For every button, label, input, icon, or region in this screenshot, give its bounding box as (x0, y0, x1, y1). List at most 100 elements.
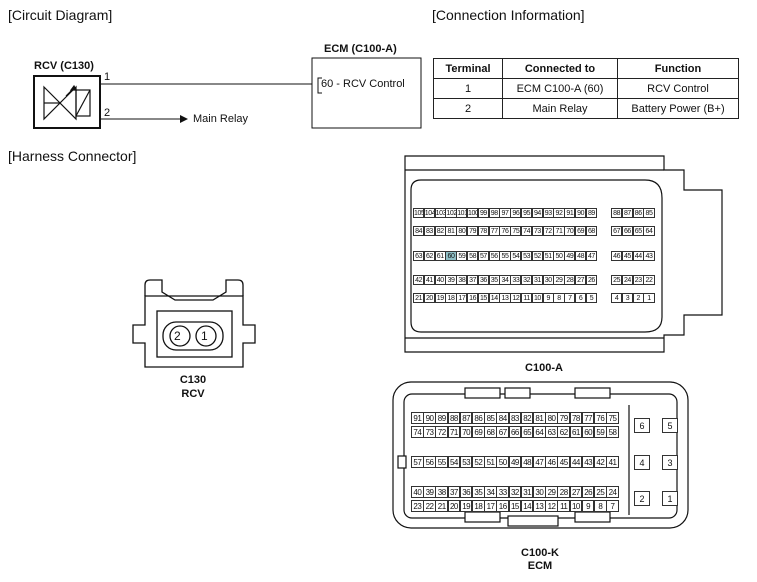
c100k-pin: 47 (533, 456, 546, 468)
c100k-pin: 76 (594, 412, 607, 424)
c100a-pin: 61 (434, 251, 446, 261)
c100a-pin: 41 (423, 275, 436, 285)
c100k-pin: 24 (606, 486, 619, 498)
c130-pin-1: 1 (201, 329, 208, 343)
c100a-pin: 22 (643, 275, 655, 285)
c100a-pin: 42 (413, 275, 425, 285)
c100k-pin: 16 (496, 500, 510, 512)
c100a-pin: 13 (499, 293, 511, 303)
c100a-pin: 88 (611, 208, 623, 218)
c100a-pin: 35 (488, 275, 500, 285)
c100k-pin: 15 (508, 500, 522, 512)
c100a-pin: 56 (488, 251, 500, 261)
c100k-pin: 19 (459, 500, 473, 512)
c100k-power-pin: 5 (662, 418, 678, 433)
c100a-pin: 16 (467, 293, 479, 303)
c100a-pin: 66 (621, 226, 634, 236)
c100k-sub: ECM (527, 560, 553, 572)
c100a-connector (404, 155, 723, 353)
c100k-pin: 23 (411, 500, 424, 512)
c100a-pin: 101 (456, 208, 468, 218)
c100k-pin: 26 (581, 486, 595, 498)
c100a-pin: 95 (521, 208, 533, 218)
c100a-pin: 58 (467, 251, 479, 261)
table-row: 2 Main Relay Battery Power (B+) (433, 98, 739, 119)
c100k-pin: 33 (496, 486, 510, 498)
c100k-pin: 79 (557, 412, 571, 424)
c100k-pin: 80 (545, 412, 558, 424)
c100k-pin: 90 (423, 412, 436, 424)
c100k-pin: 13 (533, 500, 546, 512)
c100a-pin: 45 (621, 251, 634, 261)
c100k-pin: 22 (423, 500, 436, 512)
c100k-pin: 43 (581, 456, 595, 468)
c100a-pin: 105 (413, 208, 425, 218)
c100k-pin: 11 (557, 500, 571, 512)
c100k-pin: 55 (435, 456, 449, 468)
connection-table: Terminal Connected to Function 1 ECM C10… (433, 58, 739, 119)
c100a-pin: 57 (477, 251, 490, 261)
c100a-pin: 100 (467, 208, 479, 218)
c100a-pin: 102 (445, 208, 457, 218)
c100a-pin: 70 (564, 226, 576, 236)
c100a-pin: 50 (553, 251, 565, 261)
c130-sub: RCV (181, 388, 205, 400)
c100a-pin: 84 (413, 226, 425, 236)
table-header-row: Terminal Connected to Function (433, 58, 739, 79)
c100k-pin: 31 (520, 486, 534, 498)
c100k-pin: 50 (496, 456, 510, 468)
c100a-pin: 8 (553, 293, 565, 303)
c100k-pin: 10 (569, 500, 583, 512)
c100a-pin: 9 (542, 293, 554, 303)
header-connected-to: Connected to (502, 58, 618, 79)
c100k-pin: 83 (508, 412, 522, 424)
c100a-pin: 60 (445, 251, 457, 261)
c100k-pin: 29 (545, 486, 558, 498)
c100k-pin: 71 (447, 426, 461, 438)
c100a-pin: 17 (456, 293, 468, 303)
c100k-pin: 68 (484, 426, 497, 438)
c100k-pin: 54 (447, 456, 461, 468)
c100k-pin: 58 (606, 426, 619, 438)
c100a-pin: 27 (575, 275, 587, 285)
c130-pin-2: 2 (174, 329, 181, 343)
header-terminal: Terminal (433, 58, 503, 79)
table-cell: ECM C100-A (60) (502, 78, 618, 99)
c100k-power-pin: 2 (634, 491, 650, 506)
c100k-pin: 38 (435, 486, 449, 498)
c100a-pin: 40 (434, 275, 446, 285)
c100a-pin: 97 (499, 208, 511, 218)
pin1-label: 1 (104, 71, 111, 83)
c100k-pin: 34 (484, 486, 497, 498)
c100k-pin: 49 (508, 456, 522, 468)
connection-information-heading: [Connection Information] (432, 7, 585, 23)
c100k-pin: 51 (484, 456, 497, 468)
c100k-pin: 59 (594, 426, 607, 438)
table-cell: Battery Power (B+) (617, 98, 739, 119)
c100k-power-pin: 1 (662, 491, 678, 506)
c100a-name: C100-A (525, 362, 563, 374)
c100a-pin: 36 (477, 275, 490, 285)
c100a-pin: 19 (434, 293, 446, 303)
c100k-pin: 64 (533, 426, 546, 438)
c100a-pin: 31 (531, 275, 544, 285)
c100a-pin: 69 (575, 226, 587, 236)
c100a-pin: 32 (521, 275, 533, 285)
c100a-pin: 75 (510, 226, 522, 236)
rcv-component (33, 75, 101, 129)
c100k-pin: 86 (472, 412, 485, 424)
c100a-pin: 76 (499, 226, 511, 236)
arrow-icon (180, 115, 188, 123)
c100a-pin: 5 (585, 293, 598, 303)
c100k-pin: 74 (411, 426, 424, 438)
c100a-pin: 10 (531, 293, 544, 303)
c100a-pin: 104 (423, 208, 436, 218)
c100a-pin: 80 (456, 226, 468, 236)
c100k-pin: 87 (459, 412, 473, 424)
c100a-pin: 49 (564, 251, 576, 261)
c100a-pin: 98 (488, 208, 500, 218)
c100a-pin: 47 (585, 251, 598, 261)
c100a-pin: 23 (632, 275, 644, 285)
c100a-pin: 71 (553, 226, 565, 236)
c100a-pin: 68 (585, 226, 598, 236)
